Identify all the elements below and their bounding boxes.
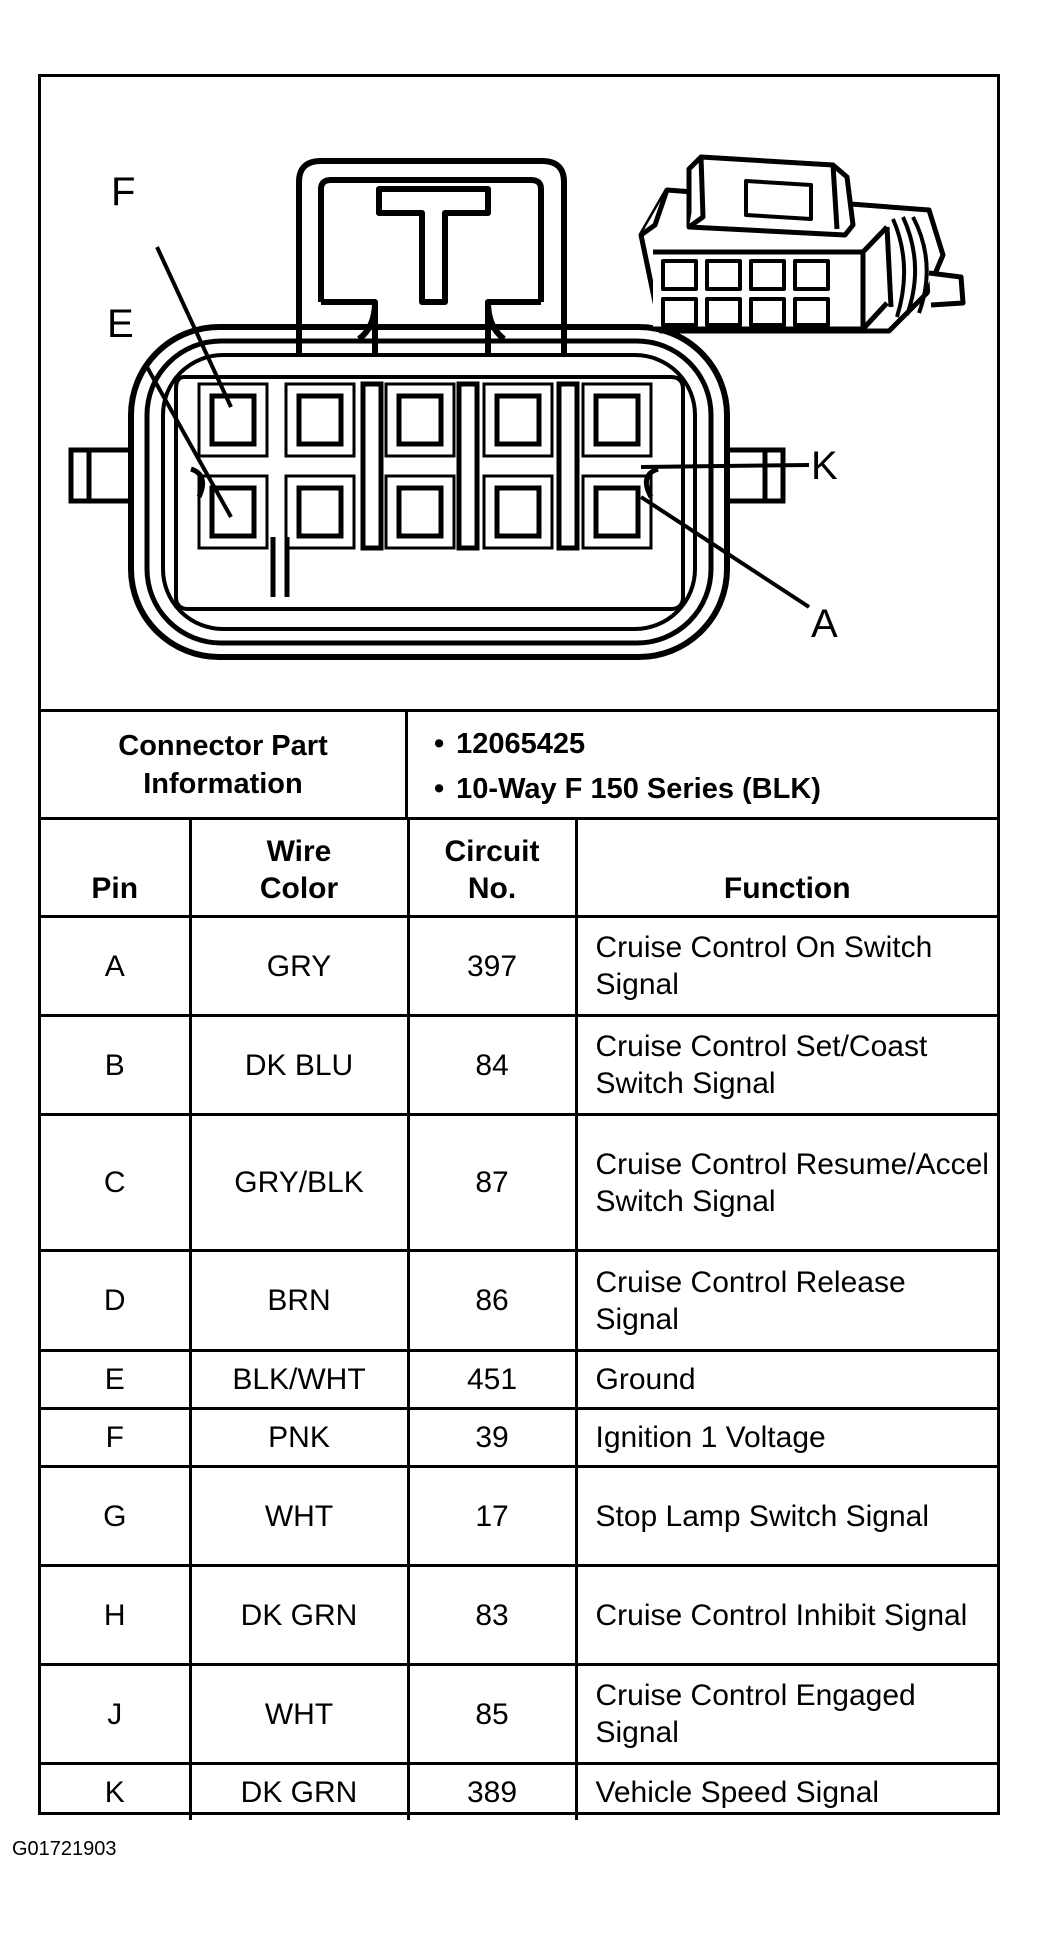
function-cell: Cruise Control On Switch Signal [574,915,997,1017]
wire-color-cell: GRY [188,915,410,1017]
table-row: D BRN 86 Cruise Control Release Signal [41,1249,997,1352]
header-wire-line1: Wire [266,835,332,868]
side-tabs [68,447,786,504]
connector-iso-view [638,154,966,334]
circuit-cell: 86 [406,1249,578,1352]
circuit-cell: 83 [406,1564,578,1666]
pinout-table: Pin Wire Color Circuit No. Function A GR… [41,820,997,1820]
wire-color-cell: PNK [188,1407,410,1468]
table-row: C GRY/BLK 87 Cruise Control Resume/Accel… [41,1113,997,1252]
header-function: Function [574,820,997,918]
callout-a: A [811,602,838,646]
connector-sheet: F E K A Connector Part Information 12065… [38,74,1000,1820]
connector-info-label: Connector Part Information [41,712,408,817]
table-row: A GRY 397 Cruise Control On Switch Signa… [41,915,997,1017]
header-wire-color: Wire Color [188,820,410,918]
pin-cell: K [41,1762,192,1820]
pin-cell: F [41,1407,192,1468]
connector-diagram: F E K A [41,77,997,709]
pin-cell: D [41,1249,192,1352]
header-pin: Pin [41,820,192,918]
pin-cavities [190,381,659,597]
function-cell: Ignition 1 Voltage [574,1407,997,1468]
housing [128,324,730,660]
connector-face-drawing: F E K A [68,154,966,660]
circuit-cell: 85 [406,1663,578,1765]
callout-f: F [111,170,135,214]
wire-color-cell: DK BLU [188,1014,410,1116]
pin-cell: A [41,915,192,1017]
function-cell: Ground [574,1349,997,1410]
pin-cell: G [41,1465,192,1567]
table-row: H DK GRN 83 Cruise Control Inhibit Signa… [41,1564,997,1666]
circuit-cell: 87 [406,1113,578,1252]
wire-color-cell: DK GRN [188,1564,410,1666]
function-cell: Cruise Control Release Signal [574,1249,997,1352]
function-cell: Vehicle Speed Signal [574,1762,997,1820]
header-circuit-line1: Circuit [444,835,540,868]
header-wire-line2: Color [259,872,339,905]
wire-color-cell: WHT [188,1465,410,1567]
callout-labels: F E K A [107,170,838,646]
connector-series: 10-Way F 150 Series (BLK) [434,767,997,812]
connector-info-label-line2: Information [143,767,303,800]
pin-cell: C [41,1113,192,1252]
header-circuit-line2: No. [467,872,517,905]
connector-part-information: Connector Part Information 12065425 10-W… [41,709,997,820]
connector-info-values: 12065425 10-Way F 150 Series (BLK) [408,712,997,817]
wire-color-cell: DK GRN [188,1762,410,1820]
figure-code: G01721903 [12,1838,117,1860]
function-cell: Cruise Control Set/Coast Switch Signal [574,1014,997,1116]
callout-e: E [107,302,134,346]
pin-cell: J [41,1663,192,1765]
pin-cell: E [41,1349,192,1410]
header-circuit-no: Circuit No. [406,820,578,918]
function-cell: Cruise Control Engaged Signal [574,1663,997,1765]
circuit-cell: 389 [406,1762,578,1820]
table-row: B DK BLU 84 Cruise Control Set/Coast Swi… [41,1014,997,1116]
circuit-cell: 397 [406,915,578,1017]
table-row: G WHT 17 Stop Lamp Switch Signal [41,1465,997,1567]
pin-cell: B [41,1014,192,1116]
wire-color-cell: WHT [188,1663,410,1765]
function-cell: Cruise Control Resume/Accel Switch Signa… [574,1113,997,1252]
pinout-header-row: Pin Wire Color Circuit No. Function [41,820,997,918]
function-cell: Stop Lamp Switch Signal [574,1465,997,1567]
circuit-cell: 17 [406,1465,578,1567]
pin-cell: H [41,1564,192,1666]
wire-color-cell: BRN [188,1249,410,1352]
table-row: F PNK 39 Ignition 1 Voltage [41,1407,997,1468]
wire-color-cell: GRY/BLK [188,1113,410,1252]
circuit-cell: 39 [406,1407,578,1468]
table-row: E BLK/WHT 451 Ground [41,1349,997,1410]
connector-part-number: 12065425 [434,722,997,767]
callout-k: K [811,444,838,488]
table-row: K DK GRN 389 Vehicle Speed Signal [41,1762,997,1820]
leader-lines [145,246,811,609]
circuit-cell: 84 [406,1014,578,1116]
function-cell: Cruise Control Inhibit Signal [574,1564,997,1666]
table-row: J WHT 85 Cruise Control Engaged Signal [41,1663,997,1765]
circuit-cell: 451 [406,1349,578,1410]
connector-info-label-line1: Connector Part [118,729,328,762]
wire-color-cell: BLK/WHT [188,1349,410,1410]
